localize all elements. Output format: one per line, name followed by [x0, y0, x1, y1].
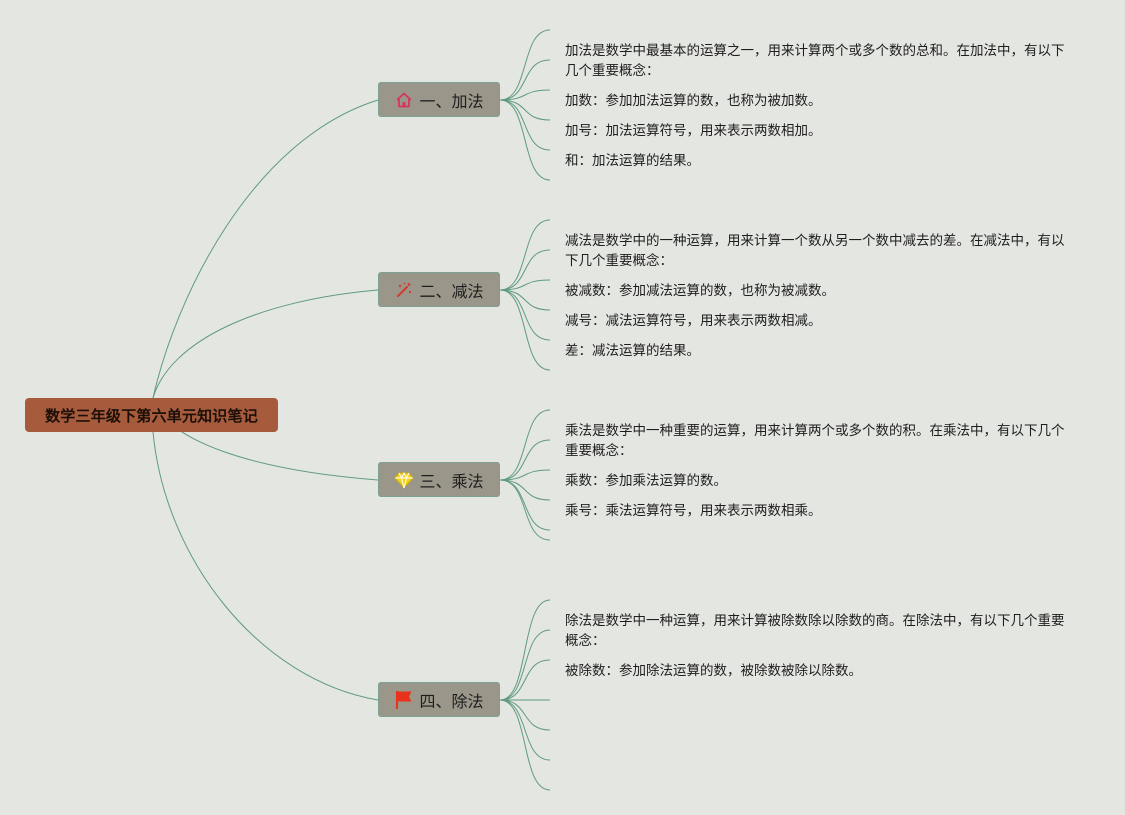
leaf-connector [499, 699, 551, 791]
leaf-connector [499, 659, 551, 701]
branch-division[interactable]: 四、除法 [378, 682, 500, 717]
leaf-connector [499, 59, 551, 101]
leaf-connector [499, 289, 551, 341]
leaf-connector [499, 99, 551, 121]
leaf-division-intro[interactable]: 除法是数学中一种运算，用来计算被除数除以除数的商。在除法中，有以下几个重要概念： [565, 613, 1065, 649]
leaf-factor[interactable]: 乘数：参加乘法运算的数。 [565, 473, 727, 489]
root-connector [152, 289, 379, 399]
branch-multiplication[interactable]: 三、乘法 [378, 462, 500, 497]
magic-wand-icon [394, 280, 414, 300]
leaf-connector [499, 89, 551, 101]
house-icon [394, 90, 414, 110]
branch-label: 二、减法 [419, 281, 484, 301]
leaf-connector [499, 279, 551, 291]
root-connector [152, 431, 379, 701]
root-topic[interactable]: 数学三年级下第六单元知识笔记 [25, 398, 278, 432]
branch-label: 三、乘法 [419, 471, 484, 491]
leaf-connector [499, 99, 551, 151]
leaf-connector [499, 479, 551, 531]
leaf-subtraction-intro[interactable]: 减法是数学中的一种运算，用来计算一个数从另一个数中减去的差。在减法中，有以下几个… [565, 233, 1065, 269]
leaf-connector [499, 439, 551, 481]
leaf-connector [499, 99, 551, 181]
leaf-minuend[interactable]: 被减数：参加减法运算的数，也称为被减数。 [565, 283, 835, 299]
leaf-connector [499, 629, 551, 701]
leaf-connector [499, 289, 551, 371]
leaf-connector [499, 599, 551, 701]
leaf-dividend[interactable]: 被除数：参加除法运算的数，被除数被除以除数。 [565, 663, 862, 679]
leaf-multiplication-intro[interactable]: 乘法是数学中一种重要的运算，用来计算两个或多个数的积。在乘法中，有以下几个重要概… [565, 423, 1065, 459]
branch-addition[interactable]: 一、加法 [378, 82, 500, 117]
branch-label: 四、除法 [419, 691, 484, 711]
leaf-sum[interactable]: 和：加法运算的结果。 [565, 153, 700, 169]
root-connector [152, 99, 379, 399]
leaf-connector [499, 29, 551, 101]
diamond-icon [394, 470, 415, 490]
leaf-difference[interactable]: 差：减法运算的结果。 [565, 343, 700, 359]
leaf-times-sign[interactable]: 乘号：乘法运算符号，用来表示两数相乘。 [565, 503, 822, 519]
leaf-connector [499, 699, 551, 731]
leaf-connector [499, 469, 551, 481]
leaf-connector [499, 479, 551, 541]
leaf-addend[interactable]: 加数：参加加法运算的数，也称为被加数。 [565, 93, 822, 109]
flag-icon [394, 690, 414, 710]
leaf-plus-sign[interactable]: 加号：加法运算符号，用来表示两数相加。 [565, 123, 822, 139]
leaf-connector [499, 699, 551, 761]
leaf-connector [499, 219, 551, 291]
branch-label: 一、加法 [419, 91, 484, 111]
leaf-connector [499, 479, 551, 501]
leaf-minus-sign[interactable]: 减号：减法运算符号，用来表示两数相减。 [565, 313, 822, 329]
leaf-addition-intro[interactable]: 加法是数学中最基本的运算之一，用来计算两个或多个数的总和。在加法中，有以下几个重… [565, 43, 1065, 79]
branch-subtraction[interactable]: 二、减法 [378, 272, 500, 307]
leaf-connector [499, 409, 551, 481]
leaf-connector [499, 249, 551, 291]
leaf-connector [499, 289, 551, 311]
